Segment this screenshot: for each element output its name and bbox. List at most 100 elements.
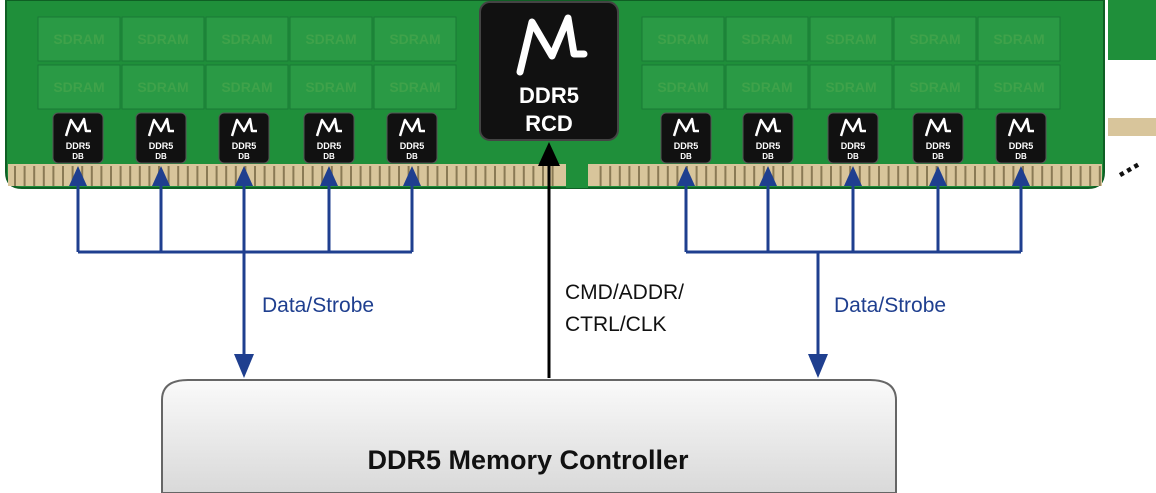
contact-pin [878,166,880,186]
db-label-line1: DDR5 [66,141,91,151]
contact-pin [340,166,343,186]
sdram-label: SDRAM [909,79,960,95]
contact-pin [302,166,304,186]
db-label-line2: DB [238,152,250,161]
contact-pin [743,166,746,186]
sdram-chip [725,64,809,110]
contact-pin [494,166,496,186]
sdram-label: SDRAM [305,31,356,47]
db-label-line2: DB [680,152,692,161]
contact-pin [916,166,919,186]
contact-pin [311,166,314,186]
contact-pin [964,166,967,186]
contact-pin [350,166,352,186]
contact-pin [1098,166,1101,186]
contact-pin [993,166,996,186]
contact-pin [714,166,717,186]
db-label-line2: DB [72,152,84,161]
sdram-chip [725,16,809,62]
contact-pin [666,166,669,186]
contact-pin [609,166,612,186]
contact-pin [455,166,458,186]
contact-pin [417,166,420,186]
contact-pin [945,166,948,186]
bus-arrowhead-icon [320,166,338,186]
sdram-chip [641,16,725,62]
sdram-label: SDRAM [53,79,104,95]
contact-pin [388,166,391,186]
contact-pin [138,166,141,186]
contact-pin [503,166,506,186]
bus-arrowhead-icon [152,166,170,186]
contact-pin [474,166,477,186]
contact-pin [129,166,132,186]
sdram-chip [373,16,457,62]
db-label-line1: DDR5 [317,141,342,151]
contact-pin [369,166,372,186]
contact-pin [100,166,103,186]
contact-pin [897,166,900,186]
contact-pin [926,166,928,186]
contact-pin [1050,166,1053,186]
contact-pin [62,166,64,186]
contact-pin [14,166,16,186]
db-label-line1: DDR5 [232,141,257,151]
sdram-label: SDRAM [53,31,104,47]
key-notch [566,164,588,188]
contact-pin [263,166,266,186]
sdram-label: SDRAM [305,79,356,95]
db-label-line2: DB [847,152,859,161]
db-label-line2: DB [323,152,335,161]
db-logo-icon [1007,117,1034,137]
sdram-chip [373,64,457,110]
contact-pin [282,166,285,186]
db-label-line1: DDR5 [926,141,951,151]
db-logo-icon [64,117,91,137]
contact-pin [1031,166,1034,186]
bus-arrowhead-icon [403,166,421,186]
sdram-label: SDRAM [993,31,1044,47]
right-data-label: Data/Strobe [834,294,946,317]
contact-pin [71,166,74,186]
contact-pin [542,166,544,186]
sdram-chip [977,16,1061,62]
contact-pin [858,166,861,186]
sdram-chip [977,64,1061,110]
contact-pin [983,166,986,186]
contact-pin [52,166,55,186]
continuation-dots: ... [1106,143,1144,184]
db-label-line1: DDR5 [674,141,699,151]
db-logo-icon [147,117,174,137]
contact-pin [868,166,871,186]
contact-pin [167,166,170,186]
contact-pin [254,166,256,186]
contact-pin [734,166,736,186]
contact-pin [820,166,823,186]
memory-controller: DDR5 Memory Controller [161,379,897,493]
sdram-label: SDRAM [657,31,708,47]
sdram-label: SDRAM [909,31,960,47]
db-logo-icon [754,117,781,137]
contact-pin [215,166,218,186]
contact-pin [177,166,180,186]
db-logo-icon [230,117,257,137]
contact-pin [119,166,122,186]
contact-pin [273,166,276,186]
db-label-line2: DB [932,152,944,161]
contact-pin [446,166,448,186]
bus-arrowhead-icon [759,166,777,186]
db-logo-icon [839,117,866,137]
contact-pin [292,166,295,186]
db-logo-icon [398,117,425,137]
contact-pin [234,166,237,186]
sdram-chip [893,64,977,110]
contact-pin [1060,166,1063,186]
contact-pin [186,166,189,186]
sdram-label: SDRAM [137,79,188,95]
